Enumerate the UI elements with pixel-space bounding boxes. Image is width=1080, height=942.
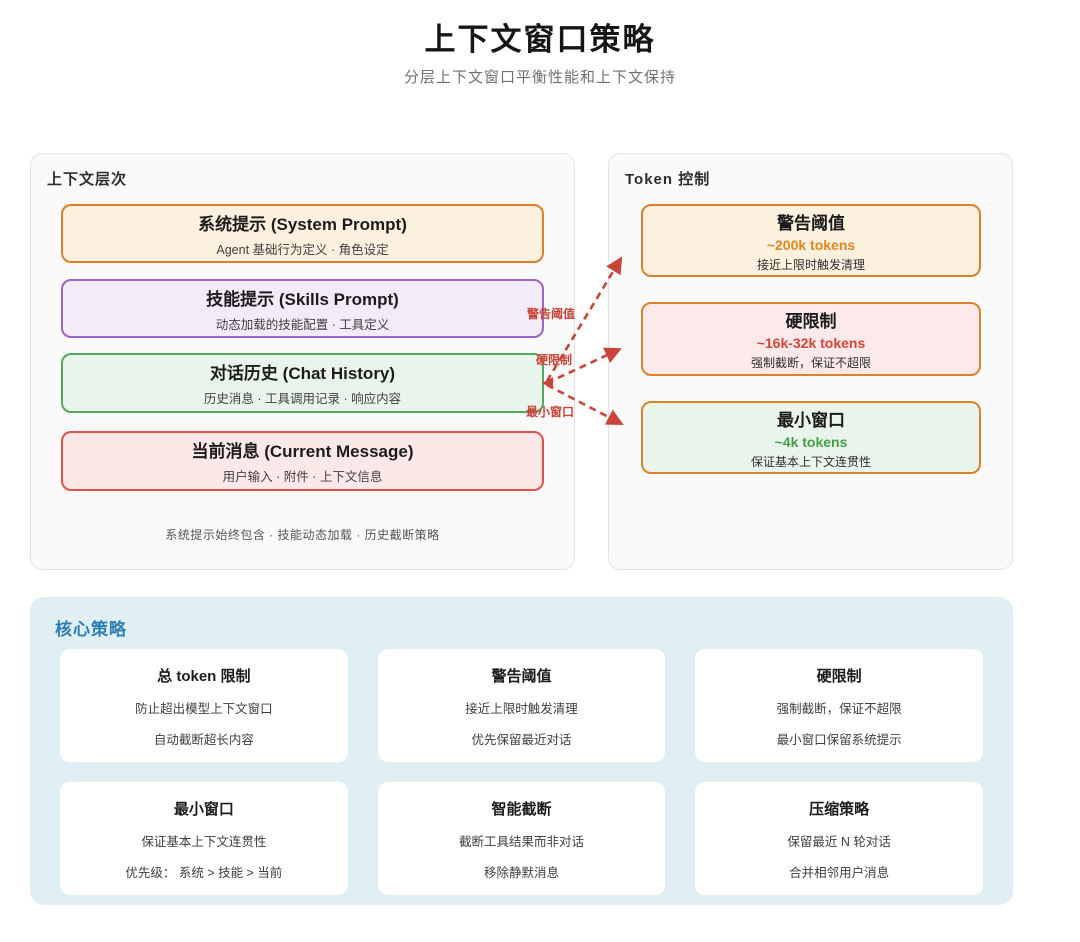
context-hierarchy-panel: 上下文层次 系统提示 (System Prompt) Agent 基础行为定义 … — [30, 153, 575, 570]
card-line: 自动截断超长内容 — [153, 733, 254, 747]
tokenbox-title: 硬限制 — [785, 312, 837, 331]
layer-subtitle: 历史消息 · 工具调用记录 · 响应内容 — [203, 392, 402, 406]
card-title: 智能截断 — [491, 801, 552, 818]
layer-title: 对话历史 (Chat History) — [209, 364, 396, 383]
arrow-label-warning: 警告阈值 — [527, 307, 576, 321]
card-line: 强制截断，保证不超限 — [776, 702, 902, 716]
layer-system-prompt: 系统提示 (System Prompt) Agent 基础行为定义 · 角色设定 — [61, 204, 544, 263]
tokenbox-value: ~16k-32k tokens — [756, 335, 866, 351]
card-line: 接近上限时触发清理 — [465, 702, 578, 716]
tokenbox-desc: 强制截断，保证不超限 — [750, 356, 871, 370]
card-line: 合并相邻用户消息 — [789, 866, 890, 880]
tokenbox-value: ~200k tokens — [766, 236, 856, 253]
layer-title: 当前消息 (Current Message) — [191, 442, 414, 461]
core-strategies-panel: 核心策略 总 token 限制 防止超出模型上下文窗口 自动截断超长内容 警告阈… — [30, 597, 1013, 905]
card-title: 最小窗口 — [173, 801, 234, 818]
card-line: 截断工具结果而非对话 — [458, 835, 584, 849]
strategy-card-warning-threshold: 警告阈值 接近上限时触发清理 优先保留最近对话 — [377, 649, 666, 762]
page-subtitle: 分层上下文窗口平衡性能和上下文保持 — [403, 69, 676, 86]
tokenbox-value: ~4k tokens — [774, 433, 848, 450]
tokenbox-title: 最小窗口 — [777, 410, 845, 430]
card-line: 保留最近 N 轮对话 — [787, 835, 891, 849]
strategy-cards-grid: 总 token 限制 防止超出模型上下文窗口 自动截断超长内容 警告阈值 接近上… — [60, 649, 983, 895]
layer-title: 系统提示 (System Prompt) — [198, 214, 407, 234]
hierarchy-note: 系统提示始终包含 · 技能动态加载 · 历史截断策略 — [165, 528, 440, 542]
context-hierarchy-panel-title: 上下文层次 — [47, 171, 128, 188]
tokenbox-desc: 接近上限时触发清理 — [756, 257, 865, 272]
strategy-card-compression: 压缩策略 保留最近 N 轮对话 合并相邻用户消息 — [695, 782, 983, 895]
token-control-panel-title: Token 控制 — [625, 171, 711, 188]
card-line: 优先保留最近对话 — [471, 733, 572, 747]
card-line: 最小窗口保留系统提示 — [776, 733, 902, 747]
layer-subtitle: 用户输入 · 附件 · 上下文信息 — [222, 470, 383, 484]
tokenbox-min-window: 最小窗口 ~4k tokens 保证基本上下文连贯性 — [641, 401, 981, 474]
token-control-panel: Token 控制 警告阈值 ~200k tokens 接近上限时触发清理 硬限制… — [608, 153, 1013, 570]
core-strategies-title: 核心策略 — [55, 620, 127, 639]
card-line: 移除静默消息 — [483, 866, 559, 880]
strategy-card-hard-limit: 硬限制 强制截断，保证不超限 最小窗口保留系统提示 — [695, 649, 983, 762]
card-title: 警告阈值 — [491, 668, 552, 685]
strategy-card-smart-truncation: 智能截断 截断工具结果而非对话 移除静默消息 — [377, 782, 666, 895]
arrow-label-min: 最小窗口 — [526, 405, 575, 419]
card-line: 保证基本上下文连贯性 — [141, 835, 267, 849]
tokenbox-warning-threshold: 警告阈值 ~200k tokens 接近上限时触发清理 — [641, 204, 981, 277]
layer-subtitle: 动态加载的技能配置 · 工具定义 — [215, 317, 390, 332]
card-line: 防止超出模型上下文窗口 — [135, 702, 273, 716]
card-title: 硬限制 — [816, 668, 862, 685]
arrow-label-hard: 硬限制 — [536, 353, 573, 367]
layer-current-message: 当前消息 (Current Message) 用户输入 · 附件 · 上下文信息 — [61, 431, 544, 491]
tokenbox-desc: 保证基本上下文连贯性 — [750, 454, 871, 469]
card-title: 压缩策略 — [809, 801, 870, 818]
strategy-card-total-token-limit: 总 token 限制 防止超出模型上下文窗口 自动截断超长内容 — [60, 649, 348, 762]
layer-chat-history: 对话历史 (Chat History) 历史消息 · 工具调用记录 · 响应内容 — [61, 353, 544, 413]
card-title: 总 token 限制 — [157, 668, 251, 685]
page-title: 上下文窗口策略 — [424, 22, 656, 57]
strategy-card-min-window: 最小窗口 保证基本上下文连贯性 优先级： 系统 > 技能 > 当前 — [60, 782, 348, 895]
layer-skills-prompt: 技能提示 (Skills Prompt) 动态加载的技能配置 · 工具定义 — [61, 279, 544, 338]
layer-subtitle: Agent 基础行为定义 · 角色设定 — [216, 242, 389, 257]
tokenbox-title: 警告阈值 — [777, 213, 845, 233]
tokenbox-hard-limit: 硬限制 ~16k-32k tokens 强制截断，保证不超限 — [641, 302, 981, 376]
layer-title: 技能提示 (Skills Prompt) — [206, 289, 399, 309]
card-line: 优先级： 系统 > 技能 > 当前 — [125, 866, 283, 880]
